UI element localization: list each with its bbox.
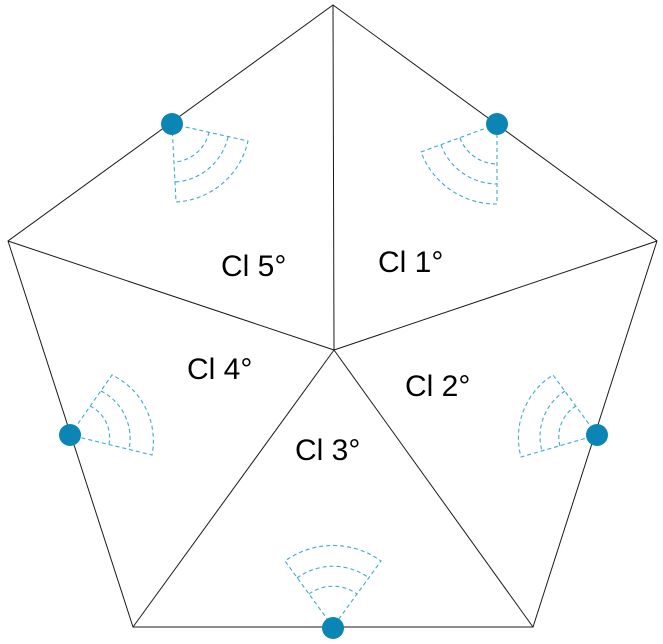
sector-label-3: Cl 3° xyxy=(295,434,360,467)
sensor-node-icon xyxy=(161,113,183,135)
internal-edges xyxy=(7,4,658,628)
coverage-fan-icon xyxy=(420,123,498,205)
sensor-node-icon xyxy=(322,617,344,639)
sector-label-5: Cl 5° xyxy=(221,250,286,283)
coverage-fan-icon xyxy=(171,123,249,203)
edge-center-top xyxy=(332,4,335,351)
edge-center-left xyxy=(7,240,335,351)
coverage-fan-icon xyxy=(284,544,382,628)
sensor-nodes xyxy=(59,113,608,639)
pentagon-outline xyxy=(7,4,658,628)
sensor-node-icon xyxy=(59,424,81,446)
edge-center-right xyxy=(333,240,658,351)
sector-labels: Cl 1° Cl 2° Cl 3° Cl 4° Cl 5° xyxy=(187,246,470,467)
sensor-node-icon xyxy=(586,424,608,446)
edge-center-bottom-left xyxy=(132,349,335,628)
coverage-fans xyxy=(69,123,598,628)
sensor-node-icon xyxy=(486,113,508,135)
sector-label-1: Cl 1° xyxy=(378,246,443,279)
edge-center-bottom-right xyxy=(333,349,534,628)
sector-label-2: Cl 2° xyxy=(405,370,470,403)
coverage-fan-icon xyxy=(517,374,598,458)
sector-label-4: Cl 4° xyxy=(187,353,252,386)
coverage-fan-icon xyxy=(69,374,154,456)
